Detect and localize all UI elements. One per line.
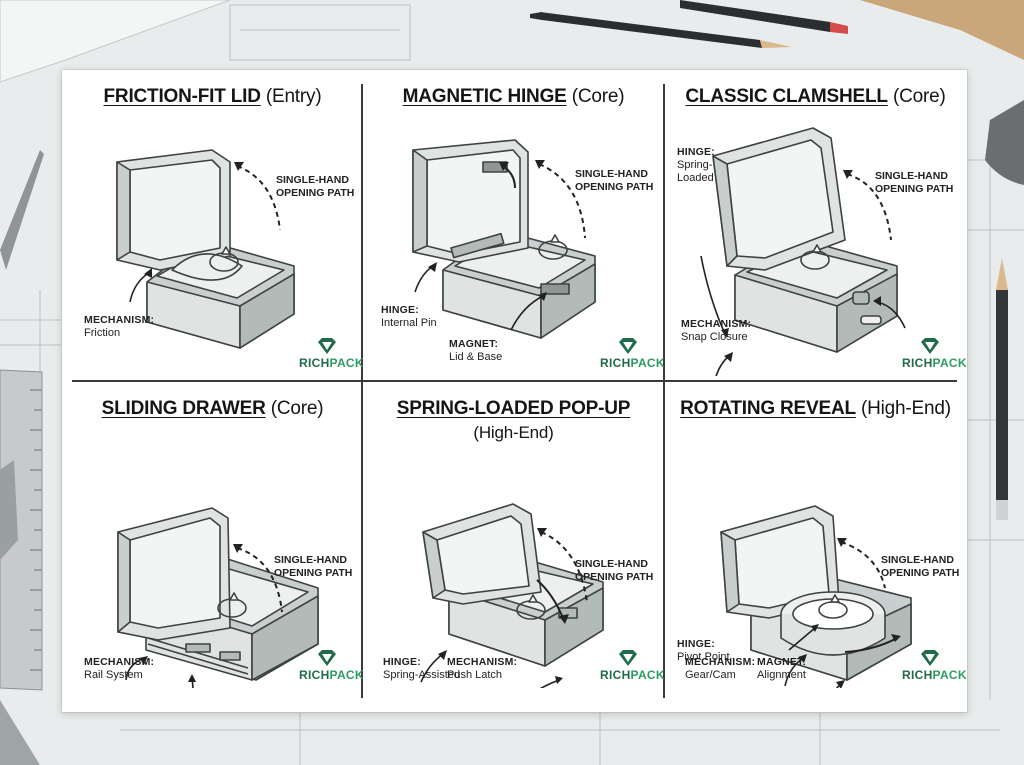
panel-title: FRICTION-FIT LID (Entry) (103, 86, 322, 107)
panel-spring-loaded-pop-up: SPRING-LOADED POP-UP (High-End) (363, 382, 665, 688)
ruler-left (0, 369, 43, 691)
panel-title: CLASSIC CLAMSHELL (Core) (685, 86, 946, 107)
panel-rotating-reveal: ROTATING REVEAL (High-End) (665, 382, 967, 688)
panel-title: MAGNETIC HINGE (Core) (402, 86, 625, 107)
panel-classic-clamshell: CLASSIC CLAMSHELL (Core) (665, 70, 967, 376)
sliding-drawer-box-illustration (117, 507, 319, 688)
richpack-gem-icon (619, 338, 637, 354)
grid-divider-vertical-1 (361, 84, 363, 698)
mechanism-label: MECHANISM: Friction (84, 314, 155, 339)
friction-fit-box-illustration (116, 149, 295, 349)
mechanism-label: MECHANISM: Snap Closure (681, 318, 752, 343)
mechanism-label: MECHANISM: Rail System (84, 656, 155, 681)
richpack-logo: RICHPACK (902, 337, 967, 370)
hinge-label: HINGE: Spring-Assisted (383, 656, 461, 681)
panel-title: SPRING-LOADED POP-UP (High-End) (396, 398, 631, 442)
richpack-logo: RICHPACK (299, 337, 364, 370)
magnet-label: MAGNET: Alignment (757, 656, 807, 681)
panel-magnetic-hinge: MAGNETIC HINGE (Core) (363, 70, 665, 376)
richpack-gem-icon (619, 650, 637, 666)
richpack-logo: RICHPACK (600, 337, 665, 370)
mechanism-label: MECHANISM: Push Latch (447, 656, 518, 681)
richpack-logo: RICHPACK (902, 649, 967, 682)
richpack-logo: RICHPACK (600, 649, 665, 682)
richpack-gem-icon (921, 650, 939, 666)
pencil-top-right (680, 0, 848, 34)
grid-divider-horizontal (72, 380, 957, 382)
panel-sliding-drawer: SLIDING DRAWER (Core) (62, 382, 364, 688)
hinge-label: HINGE: Internal Pin (381, 304, 437, 329)
magnetic-hinge-box-illustration (412, 139, 596, 339)
hinge-label: HINGE: Pivot Point (677, 638, 730, 663)
grid-divider-vertical-2 (663, 84, 665, 698)
richpack-logo: RICHPACK (299, 649, 364, 682)
panel-friction-fit-lid: FRICTION-FIT LID (Entry) SINGLE-HAND (62, 70, 364, 376)
richpack-gem-icon (318, 338, 336, 354)
magnet-label: MAGNET: Lid & Base (449, 338, 503, 363)
pencil-right (996, 258, 1008, 520)
richpack-gem-icon (921, 338, 939, 354)
richpack-gem-icon (318, 650, 336, 666)
spring-loaded-box-illustration (420, 503, 604, 688)
mechanism-label: MECHANISM: Gear/Cam (685, 656, 756, 681)
rotating-reveal-box-illustration (720, 505, 912, 688)
pencil-top (530, 12, 792, 48)
reference-sheet: FRICTION-FIT LID (Entry) SINGLE-HAND (62, 70, 967, 712)
panel-title: ROTATING REVEAL (High-End) (680, 398, 951, 419)
hinge-label: HINGE: Spring- Loaded (677, 146, 715, 184)
clamshell-box-illustration (700, 127, 906, 376)
panel-title: SLIDING DRAWER (Core) (101, 398, 324, 419)
